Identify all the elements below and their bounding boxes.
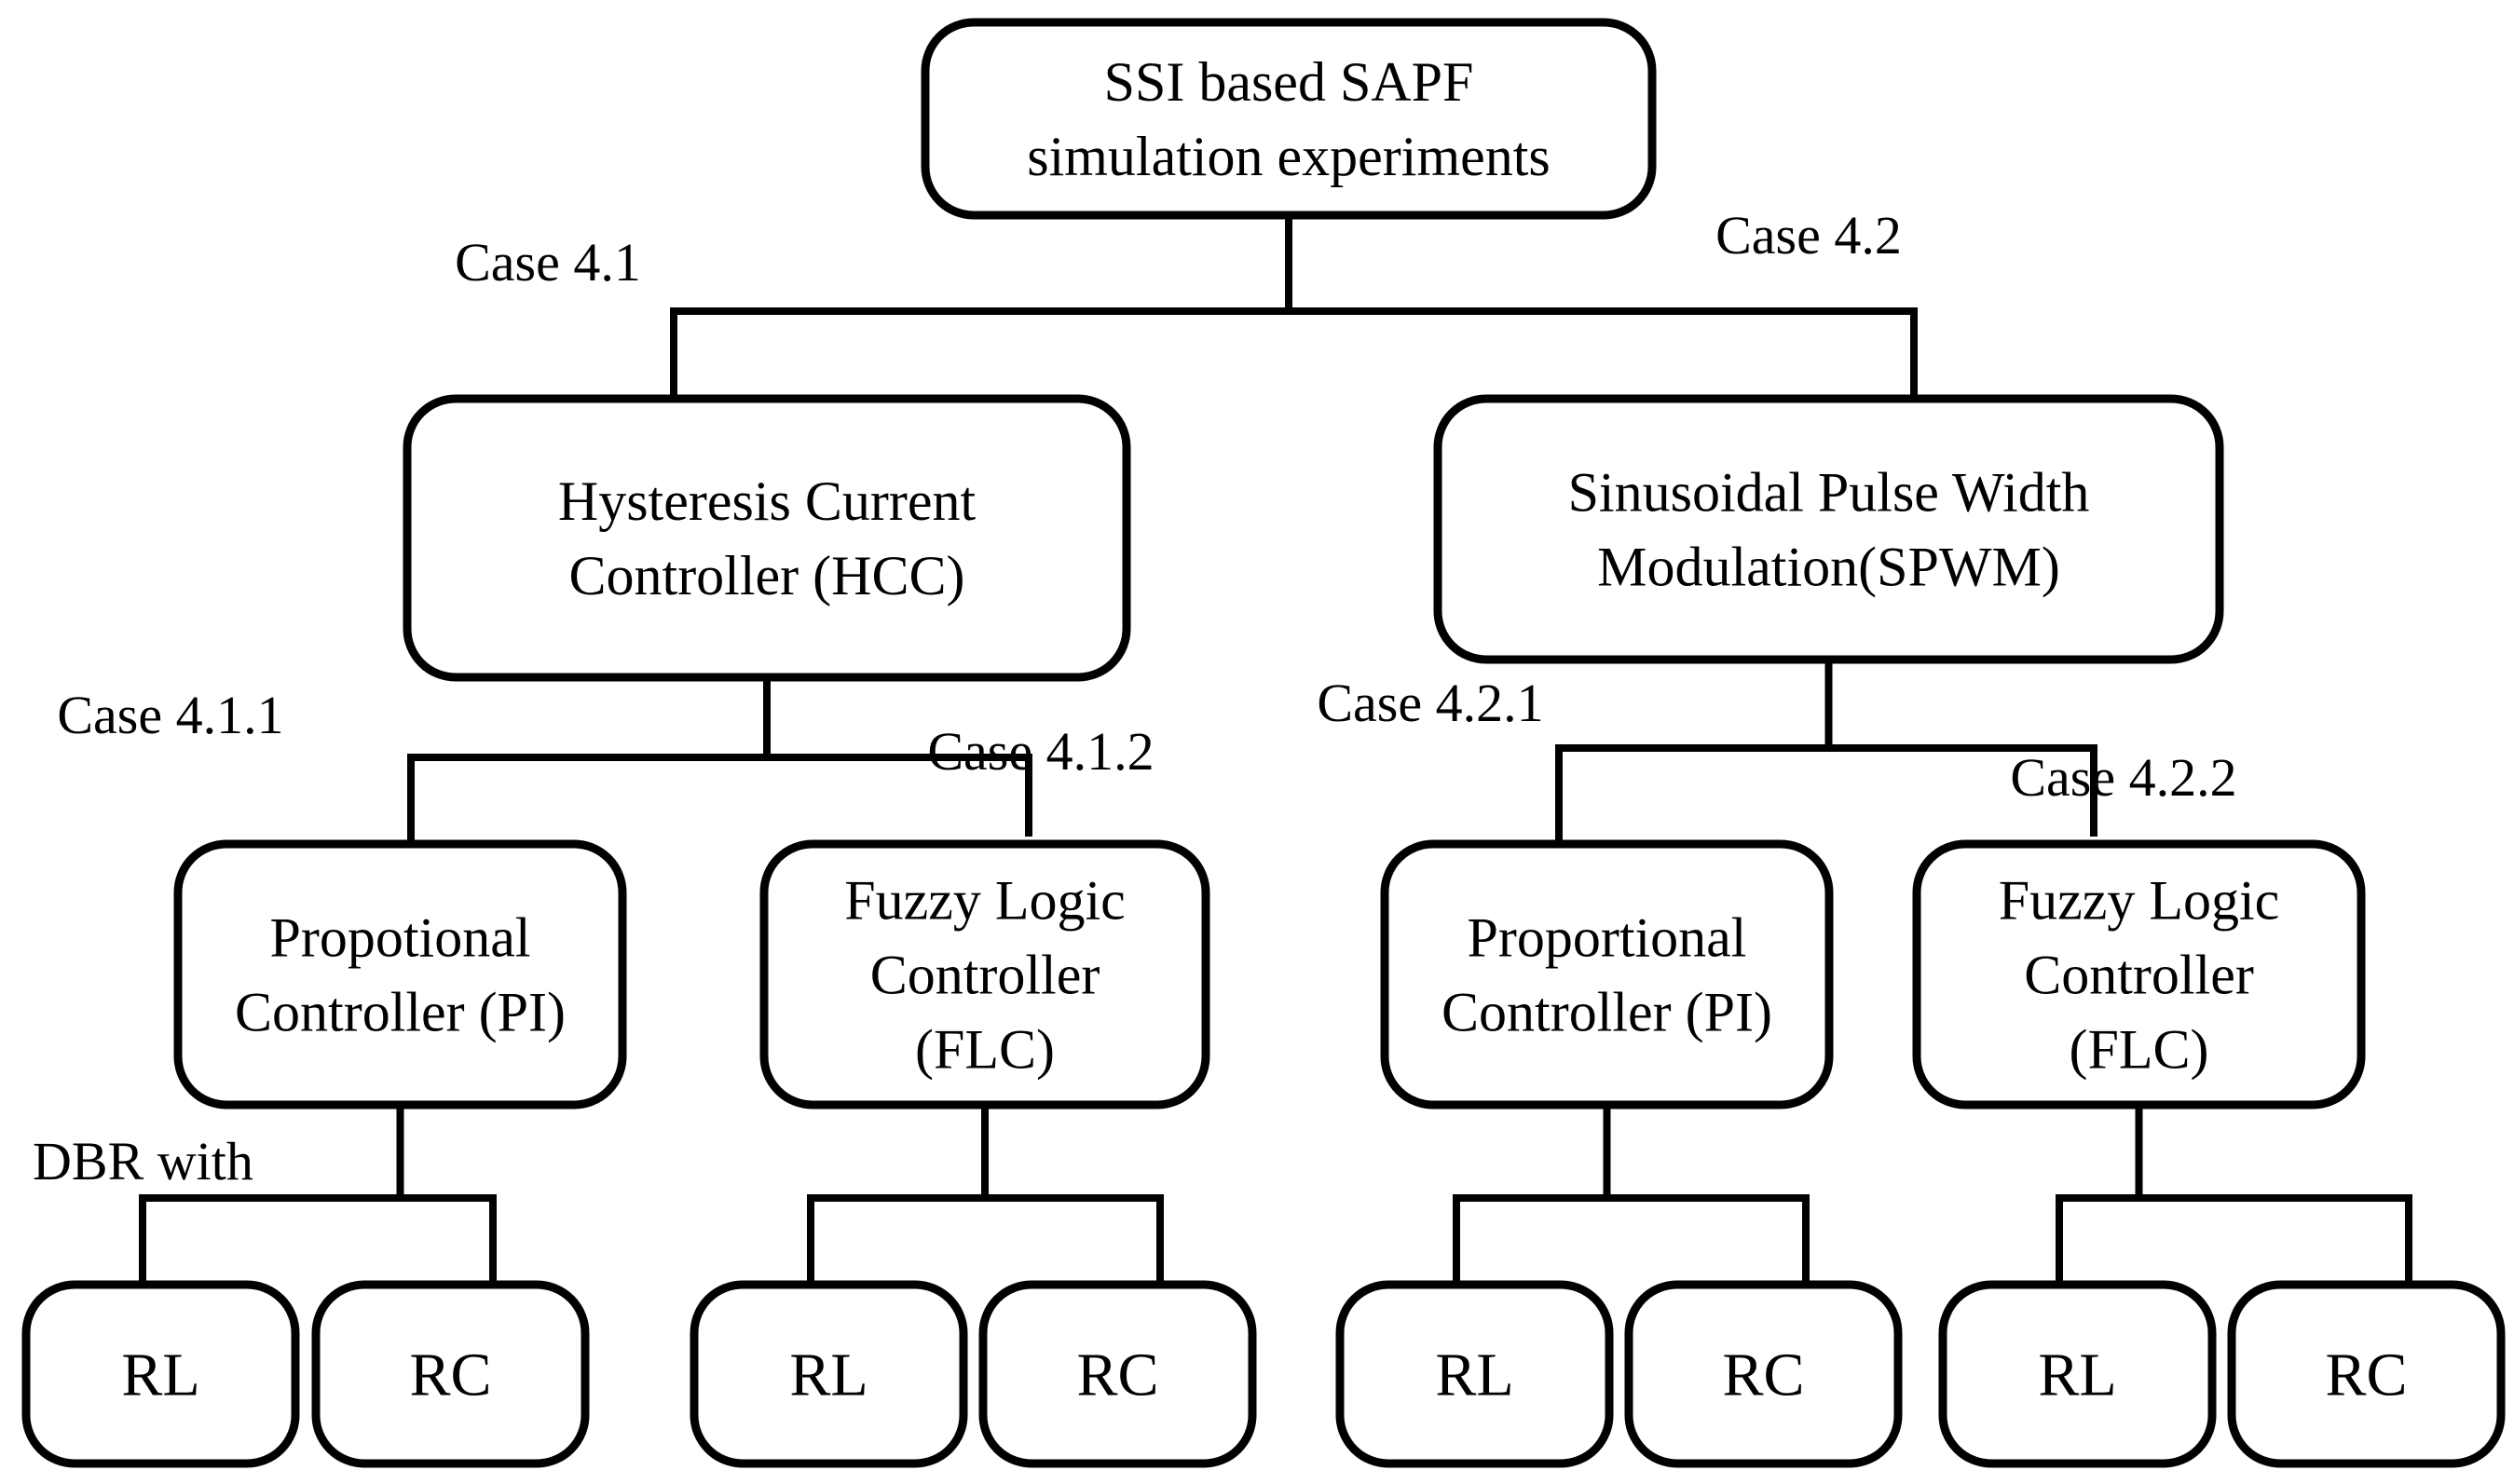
load-node-1-1-rl-box	[21, 1280, 300, 1468]
root-node-text: simulation experiments	[1027, 126, 1551, 187]
load-node-1-1-rl-text: RL	[121, 1341, 199, 1409]
case-label-2-2: Case 4.2.2	[2010, 747, 2236, 808]
load-node-2-2-rl-box	[1938, 1280, 2217, 1468]
controller-node-2-1-box	[1380, 839, 1834, 1110]
controller-node-1-2-text: Fuzzy Logic	[844, 869, 1126, 931]
load-node-2-1-rl-text: RL	[1435, 1341, 1513, 1409]
load-node-2-2-rl-text: RL	[2038, 1341, 2116, 1409]
branch-node-2-text: Sinusoidal Pulse Width	[1568, 461, 2090, 523]
controller-node-2-2-text: (FLC)	[2070, 1018, 2209, 1080]
controller-node-1-2-box	[759, 839, 1210, 1110]
branch-node-1-box	[403, 394, 1131, 682]
controller-node-2-1-text: Controller (PI)	[1441, 981, 1772, 1042]
connectors	[139, 211, 2412, 1288]
branch-node-2-text: Modulation(SPWM)	[1597, 536, 2060, 597]
load-node-1-2-rl-box	[690, 1280, 968, 1468]
controller-node-1-1-box	[173, 839, 627, 1110]
branch-bar-1	[407, 754, 1032, 851]
root-node-box	[921, 18, 1657, 220]
load-node-1-2-rc: RC	[978, 1280, 1257, 1468]
load-node-2-2-rc-text: RC	[2325, 1341, 2407, 1409]
load-node-1-1-rc-text: RC	[409, 1341, 491, 1409]
load-node-1-1-rc-box	[311, 1280, 590, 1468]
load-node-2-1-rc-text: RC	[1722, 1341, 1804, 1409]
load-node-2-1-rc: RC	[1624, 1280, 1903, 1468]
controller-node-1-1-text: Propotional	[270, 906, 531, 968]
load-node-1-2-rc-box	[978, 1280, 1257, 1468]
case-label-1-1: Case 4.1.1	[57, 685, 283, 745]
controller-node-2-2-text: Controller	[2024, 944, 2254, 1005]
branch-node-1-text: Hysteresis Current	[558, 470, 977, 532]
load-node-1-1-rc: RC	[311, 1280, 590, 1468]
load-node-2-1-rl-box	[1335, 1280, 1614, 1468]
load-node-1-2-rl: RL	[690, 1280, 968, 1468]
load-bar-1-2	[807, 1194, 1164, 1288]
controller-node-2-1-text: Proportional	[1468, 906, 1747, 968]
root-bar	[670, 307, 1918, 402]
controller-node-1-2-text: (FLC)	[915, 1018, 1055, 1080]
controller-node-1-1-text: Controller (PI)	[235, 981, 566, 1042]
branch-bar-2	[1555, 744, 2097, 851]
load-node-1-1-rl: RL	[21, 1280, 300, 1468]
case-label-2-1: Case 4.2.1	[1317, 673, 1543, 733]
root-node: SSI based SAPF simulation experiments	[921, 18, 1657, 220]
load-node-1-2-rl-text: RL	[789, 1341, 868, 1409]
branch-node-2-box	[1433, 394, 2224, 664]
case-label-1-2: Case 4.1.2	[927, 721, 1154, 782]
loads-label: DBR with	[33, 1131, 253, 1191]
load-bar-2-2	[2056, 1194, 2412, 1288]
load-bar-1-1	[139, 1194, 497, 1288]
case-label-1: Case 4.1	[455, 232, 641, 293]
controller-node-1-2-text: Controller	[870, 944, 1100, 1005]
root-node-text: SSI based SAPF	[1104, 51, 1474, 113]
load-node-2-2-rc: RC	[2227, 1280, 2506, 1468]
controller-node-2-2-box	[1912, 839, 2366, 1110]
controller-node-2-2-text: Fuzzy Logic	[1999, 869, 2280, 931]
case-label-2: Case 4.2	[1715, 205, 1902, 265]
load-node-2-2-rc-box	[2227, 1280, 2506, 1468]
load-node-2-2-rl: RL	[1938, 1280, 2217, 1468]
load-bar-2-1	[1453, 1194, 1810, 1288]
nodes: SSI based SAPF simulation experimentsHyst…	[21, 18, 2506, 1468]
load-node-2-1-rc-box	[1624, 1280, 1903, 1468]
load-node-2-1-rl: RL	[1335, 1280, 1614, 1468]
branch-node-1-text: Controller (HCC)	[569, 545, 965, 606]
load-node-1-2-rc-text: RC	[1076, 1341, 1158, 1409]
